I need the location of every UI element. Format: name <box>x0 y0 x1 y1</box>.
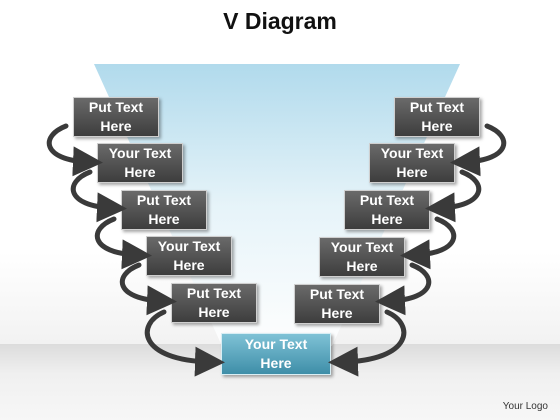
right-step-4-label: Your Text Here <box>330 239 394 274</box>
left-step-4-label: Your Text Here <box>157 238 221 273</box>
bottom-step-label: Your Text Here <box>244 336 308 371</box>
right-step-1-label: Put Text Here <box>409 99 465 134</box>
right-step-3[interactable]: Put Text Here <box>344 190 430 230</box>
right-step-2[interactable]: Your Text Here <box>369 143 455 183</box>
arrow-right-2-icon <box>425 169 482 223</box>
arrow-right-1-icon <box>450 123 507 177</box>
left-step-2[interactable]: Your Text Here <box>97 143 183 183</box>
left-step-1-label: Put Text Here <box>88 99 144 134</box>
left-step-3[interactable]: Put Text Here <box>121 190 207 230</box>
right-step-3-label: Put Text Here <box>359 192 415 227</box>
left-step-1[interactable]: Put Text Here <box>73 97 159 137</box>
right-step-5-label: Put Text Here <box>309 286 365 321</box>
left-step-5-label: Put Text Here <box>186 285 242 320</box>
right-step-2-label: Your Text Here <box>380 145 444 180</box>
arrow-left-4-icon <box>119 262 177 316</box>
logo-text: Your Logo <box>502 401 548 412</box>
arrow-right-4-icon <box>375 262 432 316</box>
arrow-left-1-icon <box>46 123 103 177</box>
left-step-3-label: Put Text Here <box>136 192 192 227</box>
right-step-5[interactable]: Put Text Here <box>294 284 380 324</box>
diagram-title: V Diagram <box>223 8 337 34</box>
left-step-5[interactable]: Put Text Here <box>171 283 257 323</box>
bottom-step[interactable]: Your Text Here <box>221 333 331 375</box>
arrow-left-2-icon <box>70 169 127 223</box>
left-step-2-label: Your Text Here <box>108 145 172 180</box>
arrow-left-5-icon <box>144 309 225 377</box>
right-step-1[interactable]: Put Text Here <box>394 97 480 137</box>
left-step-4[interactable]: Your Text Here <box>146 236 232 276</box>
arrow-right-5-icon <box>328 309 407 377</box>
arrow-right-3-icon <box>400 216 457 270</box>
right-step-4[interactable]: Your Text Here <box>319 237 405 277</box>
arrow-left-3-icon <box>94 216 152 270</box>
